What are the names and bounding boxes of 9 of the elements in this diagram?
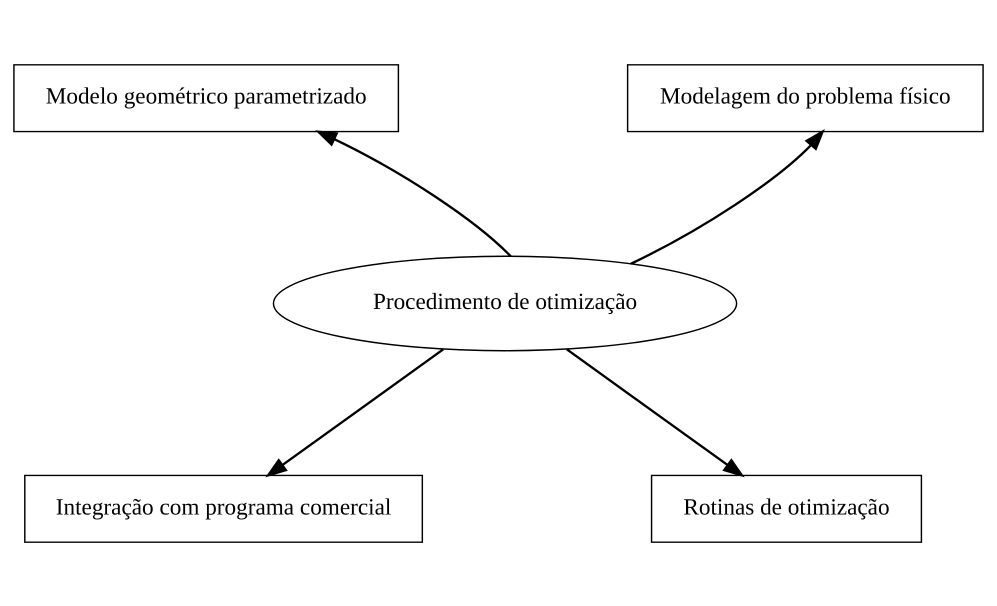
node-ellipse: Procedimento de otimização xyxy=(272,255,738,351)
arrow xyxy=(315,130,512,257)
arrow xyxy=(630,128,825,264)
arrow xyxy=(566,348,745,477)
node-box: Rotinas de otimização xyxy=(650,474,922,542)
node-box: Modelo geométrico parametrizado xyxy=(13,64,400,132)
node-box: Integração com programa comercial xyxy=(24,474,424,542)
arrow xyxy=(265,348,444,477)
node-box: Modelagem do problema físico xyxy=(626,64,984,132)
